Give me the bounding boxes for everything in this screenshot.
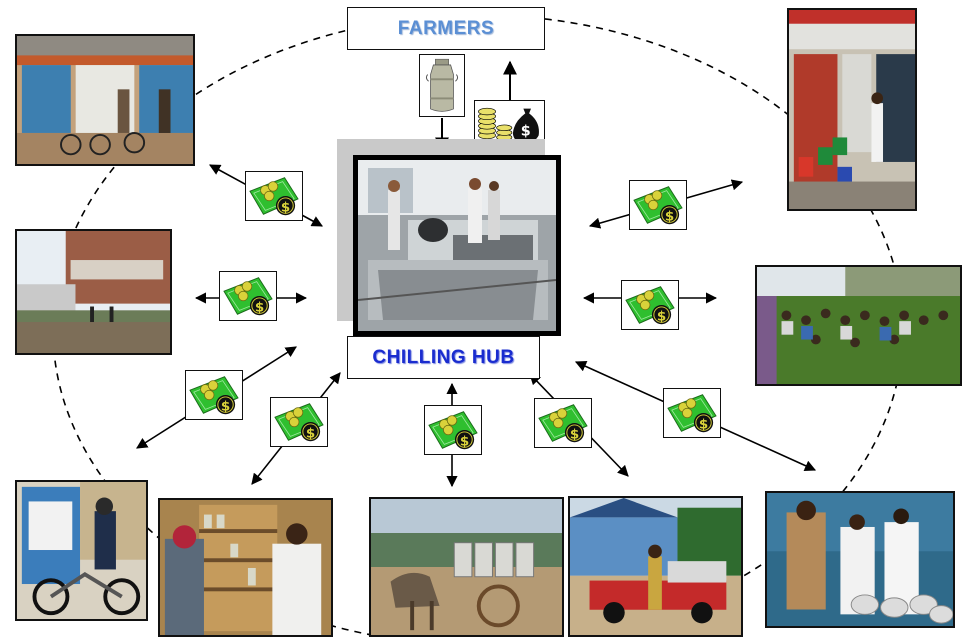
dairy-pickup-truck-photo [568, 496, 743, 637]
pharmacy-shop-photo [158, 498, 333, 637]
svg-text:$: $ [255, 300, 264, 315]
chilling-hub-label: CHILLING HUB [347, 336, 540, 379]
money-icon: $ [270, 397, 328, 447]
svg-text:$: $ [699, 417, 708, 432]
money-icon: $ [534, 398, 592, 448]
money-icon: $ [621, 280, 679, 330]
svg-text:$: $ [570, 427, 579, 442]
coins-and-money-bag-icon: $ [474, 100, 545, 146]
bicycle-shop-photo [15, 34, 195, 166]
money-icon: $ [185, 370, 243, 420]
svg-text:$: $ [665, 209, 674, 224]
svg-text:$: $ [460, 434, 469, 449]
motorbike-milk-delivery-photo [15, 480, 148, 621]
general-store-photo [787, 8, 917, 211]
town-building-photo [15, 229, 172, 355]
svg-text:$: $ [306, 426, 315, 441]
milk-can-icon [419, 54, 465, 117]
svg-text:$: $ [521, 123, 531, 139]
svg-text:$: $ [657, 309, 666, 324]
svg-text:$: $ [281, 200, 290, 215]
money-icon: $ [424, 405, 482, 455]
farmer-meeting-photo [755, 265, 962, 386]
money-icon: $ [219, 271, 277, 321]
chilling-hub-photo [353, 155, 561, 336]
money-icon: $ [663, 388, 721, 438]
farmers-label: FARMERS [347, 7, 545, 50]
milk-collection-photo [765, 491, 955, 628]
svg-text:$: $ [221, 399, 230, 414]
money-icon: $ [245, 171, 303, 221]
money-icon: $ [629, 180, 687, 230]
donkey-cart-photo [369, 497, 564, 637]
